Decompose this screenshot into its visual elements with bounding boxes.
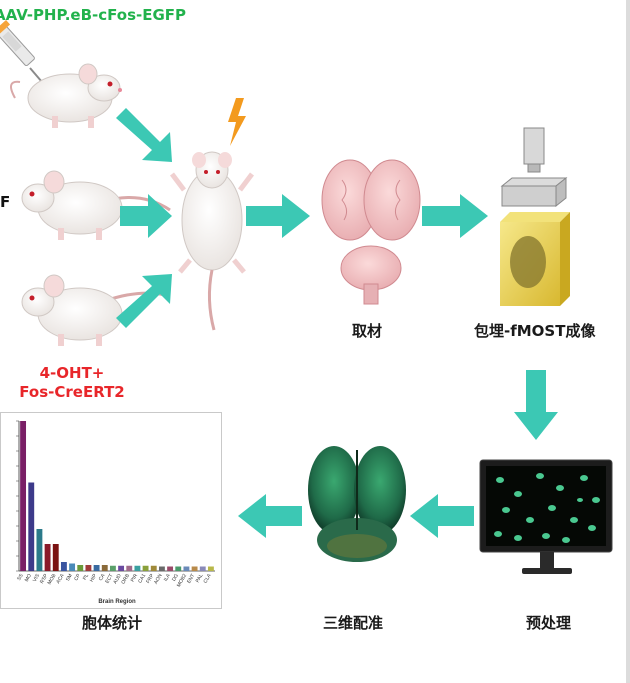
bar-mob2 (183, 566, 190, 571)
bar-pal (199, 566, 206, 571)
mouse-icon (21, 170, 171, 240)
microscope-icon (500, 127, 568, 208)
bar-aud (118, 565, 125, 571)
mouse-icon (21, 274, 171, 346)
bar-cla (207, 566, 214, 571)
bar-frp (150, 565, 157, 571)
bar-ect (109, 565, 116, 571)
bar-rsp (44, 544, 51, 571)
bar-dg (175, 566, 182, 571)
x-tick-label: FRP (145, 572, 156, 584)
x-tick-label: CLA (203, 572, 213, 584)
bar-ca1 (142, 565, 149, 571)
brain-icon (321, 159, 421, 305)
bar-pir (134, 565, 141, 571)
x-tick-label: SM (65, 573, 74, 582)
bar-aca (60, 562, 67, 571)
bar-vis (36, 529, 43, 571)
x-tick-label: CA (98, 572, 107, 582)
x-tick-label: ECT (104, 573, 114, 585)
x-axis-label: Brain Region (98, 599, 136, 605)
arrow-to-brain (246, 194, 310, 238)
step-label-register: 三维配准 (323, 614, 384, 632)
x-tick-label: HIP (89, 572, 99, 583)
bar-mob (52, 544, 59, 571)
x-tick-label: MOB (47, 572, 58, 585)
x-tick-label: ORB (120, 572, 131, 585)
x-tick-label: PAL (195, 573, 205, 584)
arrow-down (514, 370, 558, 440)
bar-ca (101, 565, 108, 571)
bar-ent (191, 566, 198, 571)
x-tick-label: VIS (32, 572, 42, 583)
x-tick-label: CP (73, 572, 82, 582)
step-label-count: 胞体统计 (82, 614, 143, 632)
x-tick-label: MO (24, 573, 33, 583)
x-tick-label: AON (153, 573, 164, 586)
arrow-mouse1 (116, 108, 172, 162)
x-tick-label: PIR (130, 573, 140, 584)
bar-pl (85, 565, 92, 571)
x-tick-label: DG (171, 573, 180, 583)
x-tick-label: PL (82, 573, 90, 581)
bar-aon (158, 566, 165, 571)
syringe-icon (0, 19, 43, 83)
bar-sm (69, 563, 76, 571)
x-tick-label: ENT (186, 573, 196, 585)
step-label-fmost: 包埋-fMOST成像 (474, 322, 596, 340)
bar-mo (28, 482, 35, 571)
x-tick-label: ILA (163, 572, 172, 582)
window-edge (626, 0, 630, 683)
f-mark: F (0, 193, 11, 211)
arrow-mouse3 (116, 274, 172, 328)
x-tick-label: AUD (112, 573, 123, 585)
embedded-sample-cube (500, 212, 570, 306)
step-label-quqie: 取材 (352, 322, 383, 340)
brain-3d-icon (308, 446, 406, 562)
x-tick-label: SS (16, 572, 25, 581)
x-tick-label: RSP (39, 572, 50, 584)
oht-label: 4-OHT+ Fos-CreERT2 (12, 364, 132, 402)
step-label-preprocess: 预处理 (526, 614, 572, 632)
bar-ila (167, 566, 174, 571)
bar-cp (77, 565, 84, 571)
oht-label-line2: Fos-CreERT2 (19, 383, 125, 401)
arrow-to-fmost (422, 194, 488, 238)
cell-dots (494, 473, 600, 543)
lightning-icon (228, 98, 246, 146)
bar-hip (93, 565, 100, 571)
monitor-icon (479, 459, 613, 574)
aav-label: AAV-PHP.eB-cFos-EGFP (0, 6, 187, 24)
bar-ss (20, 421, 27, 571)
x-tick-label: ACA (55, 572, 66, 584)
arrow-to-register (410, 494, 474, 538)
mouse-icon (170, 151, 254, 331)
arrow-mouse2 (120, 194, 172, 238)
oht-label-line1: 4-OHT+ (39, 364, 105, 382)
bar-orb (126, 565, 133, 571)
mouse-icon (10, 63, 122, 128)
x-tick-label: CA1 (137, 573, 147, 585)
arrow-to-count (238, 494, 302, 538)
